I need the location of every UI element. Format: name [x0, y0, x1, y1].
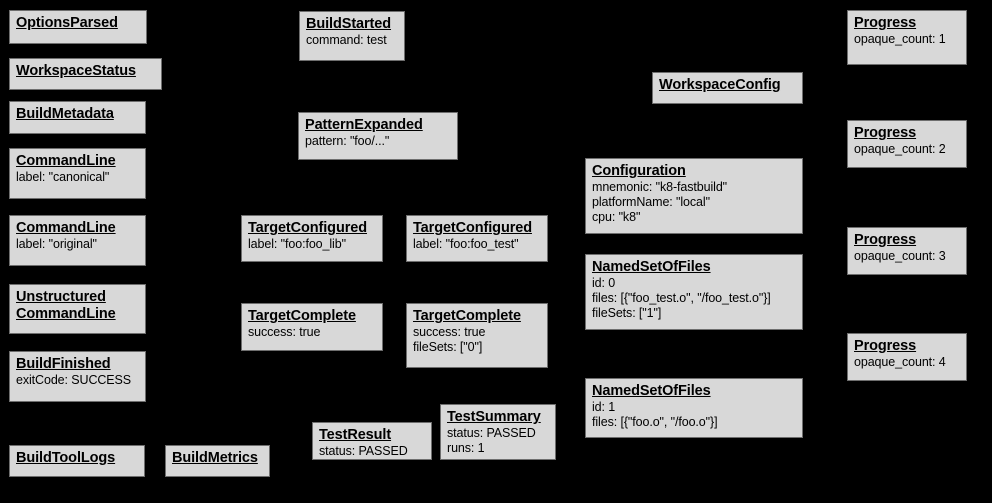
node-build-metadata[interactable]: BuildMetadata	[9, 101, 146, 134]
node-title: Progress	[854, 15, 917, 31]
node-title: BuildMetadata	[16, 106, 114, 122]
node-workspace-status[interactable]: WorkspaceStatus	[9, 58, 162, 90]
node-title: BuildToolLogs	[16, 450, 116, 466]
node-title: OptionsParsed	[16, 15, 118, 31]
node-fields: status: PASSED runs: 1	[447, 426, 536, 455]
node-title: Unstructured CommandLine	[16, 289, 116, 322]
node-title: Progress	[854, 232, 917, 248]
node-options-parsed[interactable]: OptionsParsed	[9, 10, 147, 44]
node-title: TargetConfigured	[413, 220, 532, 236]
node-title: TestResult	[319, 427, 392, 443]
node-fields: label: "canonical"	[16, 170, 110, 184]
node-fields: success: true fileSets: ["0"]	[413, 325, 486, 354]
node-title: Progress	[854, 125, 917, 141]
node-fields: success: true	[248, 325, 321, 339]
node-title: BuildFinished	[16, 356, 111, 372]
node-fields: opaque_count: 4	[854, 355, 946, 369]
node-workspace-config[interactable]: WorkspaceConfig	[652, 72, 803, 104]
node-title: CommandLine	[16, 153, 116, 169]
node-build-metrics[interactable]: BuildMetrics	[165, 445, 270, 477]
node-build-tool-logs[interactable]: BuildToolLogs	[9, 445, 145, 477]
node-fields: opaque_count: 1	[854, 32, 946, 46]
node-fields: pattern: "foo/..."	[305, 134, 390, 148]
node-title: TargetComplete	[413, 308, 521, 324]
node-title: BuildMetrics	[172, 450, 258, 466]
node-title: TestSummary	[447, 409, 541, 425]
node-fields: mnemonic: "k8-fastbuild" platformName: "…	[592, 180, 728, 224]
node-fields: command: test	[306, 33, 387, 47]
node-title: NamedSetOfFiles	[592, 259, 711, 275]
node-fields: label: "foo:foo_lib"	[248, 237, 346, 251]
node-fields: opaque_count: 3	[854, 249, 946, 263]
node-fields: status: PASSED	[319, 444, 408, 458]
node-fields: label: "foo:foo_test"	[413, 237, 519, 251]
node-title: TargetComplete	[248, 308, 356, 324]
node-title: TargetConfigured	[248, 220, 367, 236]
node-title: CommandLine	[16, 220, 116, 236]
node-unstructured-command-line[interactable]: Unstructured CommandLine	[9, 284, 146, 334]
node-title: PatternExpanded	[305, 117, 423, 133]
node-fields: id: 1 files: [{"foo.o", "/foo.o"}]	[592, 400, 718, 429]
node-title: Progress	[854, 338, 917, 354]
node-fields: id: 0 files: [{"foo_test.o", "/foo_test.…	[592, 276, 771, 320]
node-fields: label: "original"	[16, 237, 97, 251]
node-title: NamedSetOfFiles	[592, 383, 711, 399]
node-title: BuildStarted	[306, 16, 392, 32]
node-title: WorkspaceStatus	[16, 63, 136, 79]
node-fields: exitCode: SUCCESS	[16, 373, 132, 387]
node-title: Configuration	[592, 163, 686, 179]
node-fields: opaque_count: 2	[854, 142, 946, 156]
node-title: WorkspaceConfig	[659, 77, 781, 93]
